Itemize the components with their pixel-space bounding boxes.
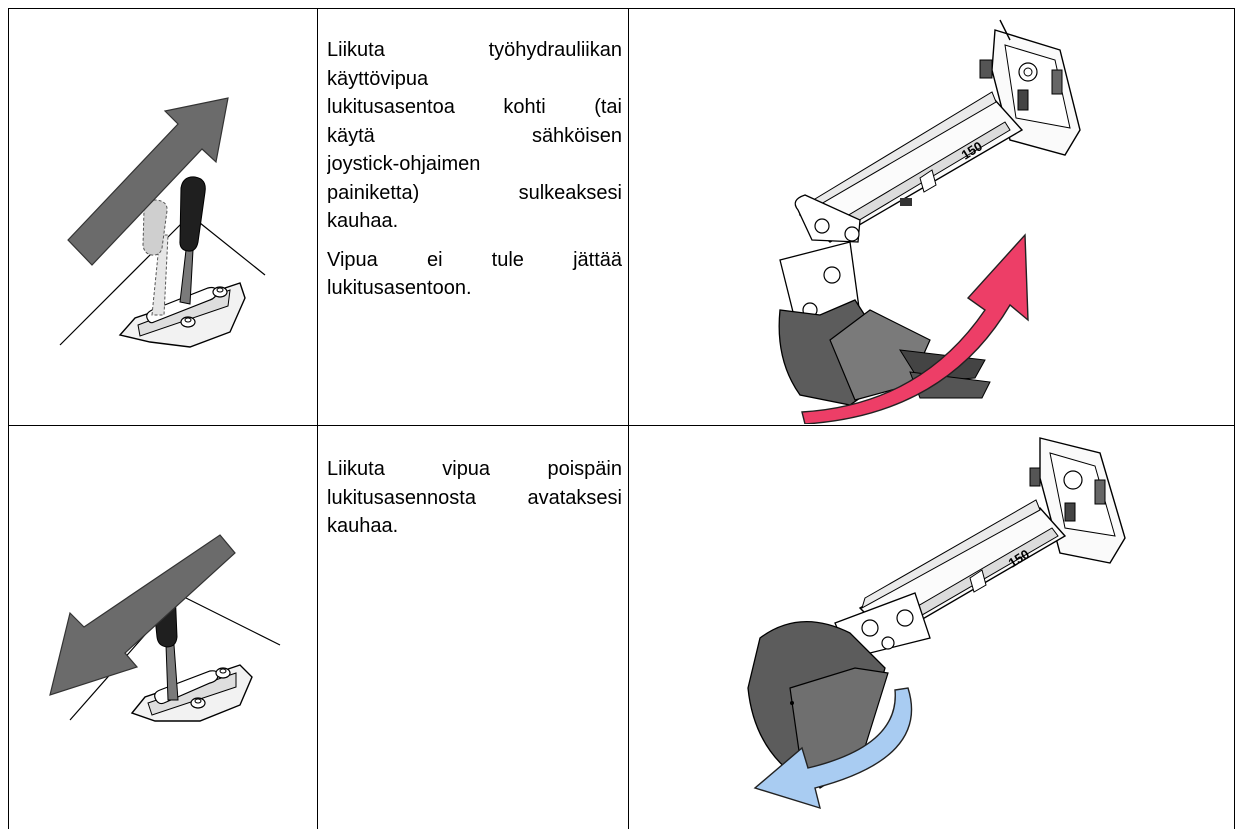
row1-line-2: käyttövipua [327,67,429,90]
row2-bucket-open-illustration: 150 [740,428,1135,828]
table-border-left [8,8,9,829]
table-border-top [8,8,1235,9]
row1-line-1: Liikuta työhydrauliikan [327,39,622,61]
table-column-divider-1 [317,8,318,829]
row2-instruction: Liikuta vipua poispäin lukitusasennosta … [327,458,622,537]
row1-note: Vipua ei tule jättää lukitusasentoon. [327,248,622,300]
row2-instruction-text: Liikuta vipua poispäin lukitusasennosta … [327,455,622,655]
row1-line-6: painiketta) sulkeaksesi [327,181,622,204]
row1-lever-illustration [40,70,280,360]
row1-line-3: lukitusasentoa kohti (tai [327,96,622,118]
row1-instruction: Liikuta työhydrauliikan käyttövipua luki… [327,36,622,236]
row2-lever-illustration [40,525,285,725]
row1-line-4: käytä sähköisen [327,124,622,147]
row1-bucket-close-illustration: 150 [760,10,1100,424]
row1-line-5: joystick-ohjaimen [327,153,481,175]
row1-instruction-text: Liikuta työhydrauliikan käyttövipua luki… [327,36,622,416]
table-row-divider [8,425,1235,426]
row1-line-7: kauhaa. [327,210,399,232]
table-column-divider-2 [628,8,629,829]
